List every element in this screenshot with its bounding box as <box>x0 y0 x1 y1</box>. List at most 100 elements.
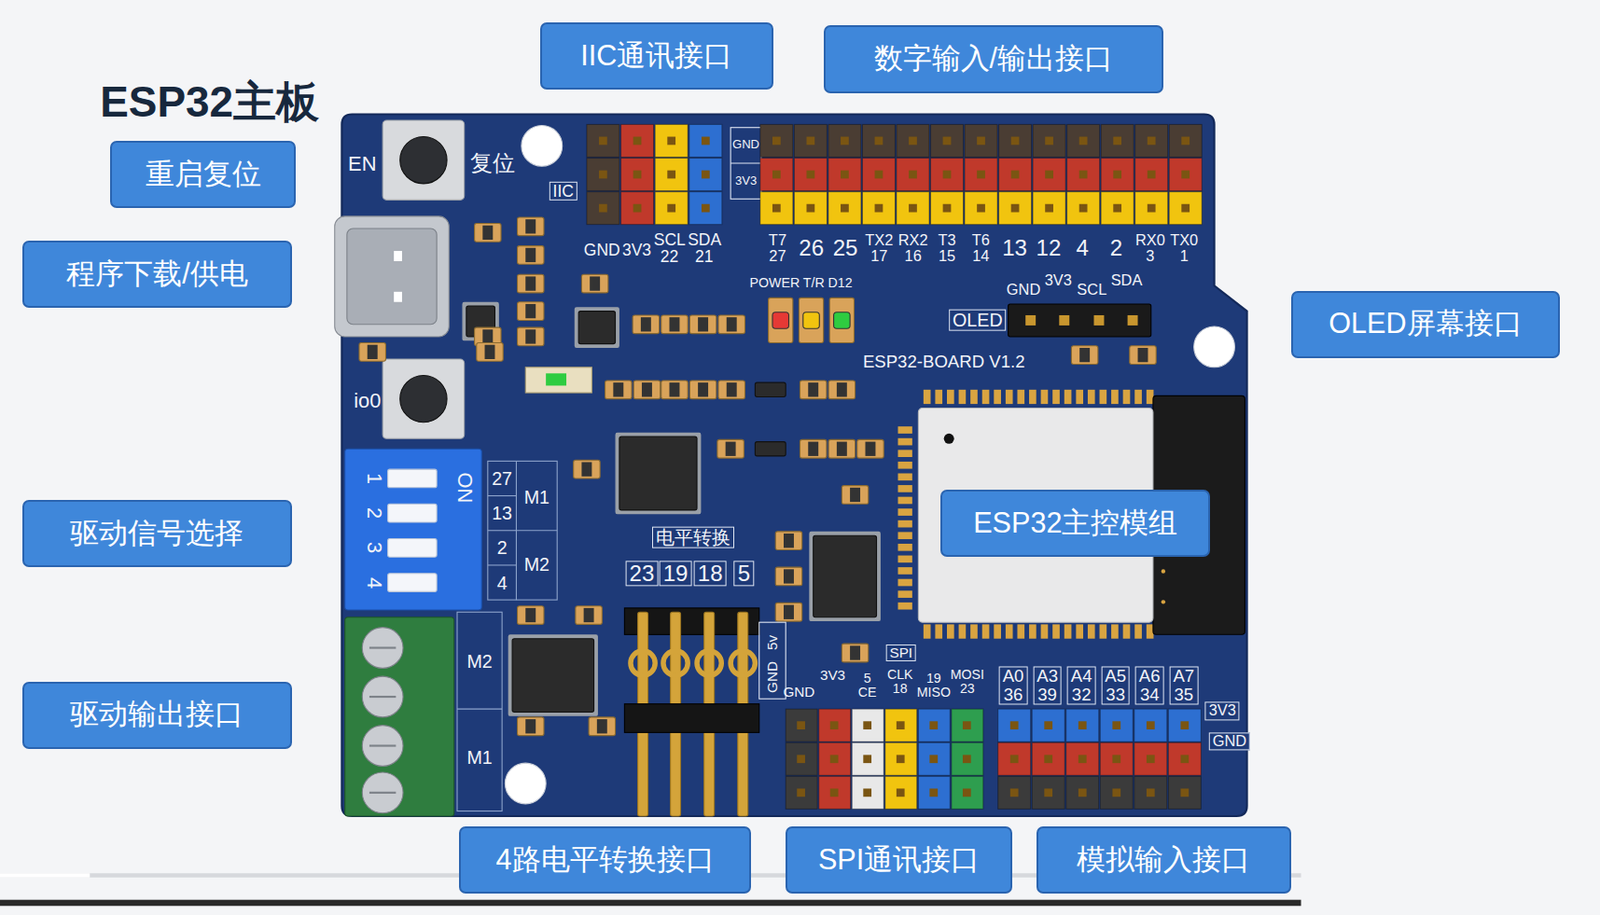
smd-body <box>525 719 536 734</box>
header-pin <box>1147 137 1156 146</box>
smd-body <box>525 219 536 234</box>
status-led <box>772 312 790 330</box>
smd-body <box>783 605 794 620</box>
module-pad <box>1064 624 1072 639</box>
header-pin-cell <box>964 124 998 157</box>
module-pad <box>898 520 913 529</box>
header-pin-cell <box>1134 742 1168 776</box>
header-pin-cell <box>819 742 851 776</box>
callout-box: 重启复位 <box>110 140 296 209</box>
smd-body <box>525 304 536 319</box>
diagram-title: ESP32主板 <box>99 73 320 132</box>
header-pin <box>1127 315 1139 326</box>
silk-label: 2 <box>497 538 508 558</box>
header-pin <box>1011 204 1020 213</box>
pin-bend <box>630 651 655 676</box>
header-base <box>624 704 759 734</box>
silk-label: TX2 17 <box>864 232 893 265</box>
header-pin-cell <box>1135 124 1169 157</box>
terminal-screw <box>361 627 404 669</box>
silk-label: GND <box>584 241 621 259</box>
header-pin <box>1094 315 1105 326</box>
ic-chip <box>619 436 697 511</box>
header-pin <box>1079 170 1088 180</box>
module-pad <box>898 602 913 611</box>
header-pin-cell <box>1168 709 1201 742</box>
silk-table <box>457 612 502 811</box>
header-pin <box>976 170 986 180</box>
header-pin-cell <box>793 192 827 225</box>
header-pin-cell <box>828 192 862 225</box>
header-pin-cell <box>760 158 794 192</box>
header-pin <box>862 721 872 730</box>
smd-component <box>775 602 802 622</box>
sot-transistor <box>754 442 786 457</box>
module-pad <box>1087 389 1096 404</box>
smd-component <box>775 531 802 551</box>
header-pin <box>1043 788 1053 797</box>
silk-label: EN <box>347 153 376 175</box>
header-pin-cell <box>1032 192 1066 225</box>
header-pin-cell <box>586 158 620 192</box>
module-pad <box>982 624 990 639</box>
module-pad <box>970 624 978 639</box>
header-pin <box>1112 788 1121 797</box>
callout-box: IIC通讯接口 <box>540 22 774 90</box>
module-pad <box>1111 389 1119 404</box>
smd-component <box>517 327 544 347</box>
callout-box: SPI通讯接口 <box>785 826 1013 894</box>
silk-label: 4 <box>497 572 508 593</box>
header-pin-cell <box>999 124 1032 157</box>
header-pin-cell <box>1099 709 1133 742</box>
smd-body <box>525 276 536 291</box>
module-pad <box>1075 389 1084 404</box>
header-pin-cell <box>621 192 654 225</box>
module-pad <box>898 556 913 564</box>
header-pin-cell <box>951 776 984 809</box>
module-pad <box>898 449 913 458</box>
header-pin <box>1079 137 1088 146</box>
silk-label: 复位 <box>470 151 515 175</box>
header-pin <box>667 170 676 180</box>
dip-slider <box>388 503 438 523</box>
module-pad <box>1099 624 1108 639</box>
header-pin-cell <box>785 776 818 809</box>
header-pin <box>667 204 676 213</box>
silk-label: A4 32 <box>1067 666 1097 705</box>
module-pad <box>898 438 913 446</box>
silk-label: 13 <box>491 503 513 524</box>
smd-body <box>725 442 737 457</box>
smd-body <box>525 248 536 263</box>
smd-body <box>697 317 709 332</box>
header-pin-cell <box>1168 158 1202 192</box>
module-pad <box>1052 389 1060 404</box>
silk-line <box>487 529 517 531</box>
smd-body <box>669 382 681 397</box>
silk-label: 26 <box>798 236 824 260</box>
smd-body <box>865 442 877 457</box>
header-pin <box>1043 721 1053 730</box>
callout-text: SPI通讯接口 <box>818 841 980 880</box>
header-pin-cell <box>896 158 930 192</box>
smd-body <box>849 645 861 660</box>
smd-body <box>726 382 738 397</box>
silk-line <box>487 495 517 497</box>
module-pad <box>1123 389 1131 404</box>
callout-text: 驱动输出接口 <box>69 695 244 735</box>
smd-body <box>697 382 709 397</box>
callout-box: 模拟输入接口 <box>1036 826 1291 894</box>
header-pin-cell <box>654 124 688 157</box>
header-pin <box>830 754 839 764</box>
chip-pins <box>615 432 702 515</box>
silk-label: 4 <box>363 576 386 588</box>
module-pad <box>1016 389 1025 404</box>
terminal-screw <box>361 676 404 718</box>
smd-component <box>718 315 745 334</box>
module-pad <box>934 624 943 639</box>
silk-label: M1 <box>524 486 550 507</box>
silk-label: A3 39 <box>1032 666 1062 705</box>
header-pin-cell <box>896 124 930 157</box>
header-pin <box>1112 754 1121 764</box>
module-pad <box>898 531 913 540</box>
smd-component <box>661 315 688 334</box>
